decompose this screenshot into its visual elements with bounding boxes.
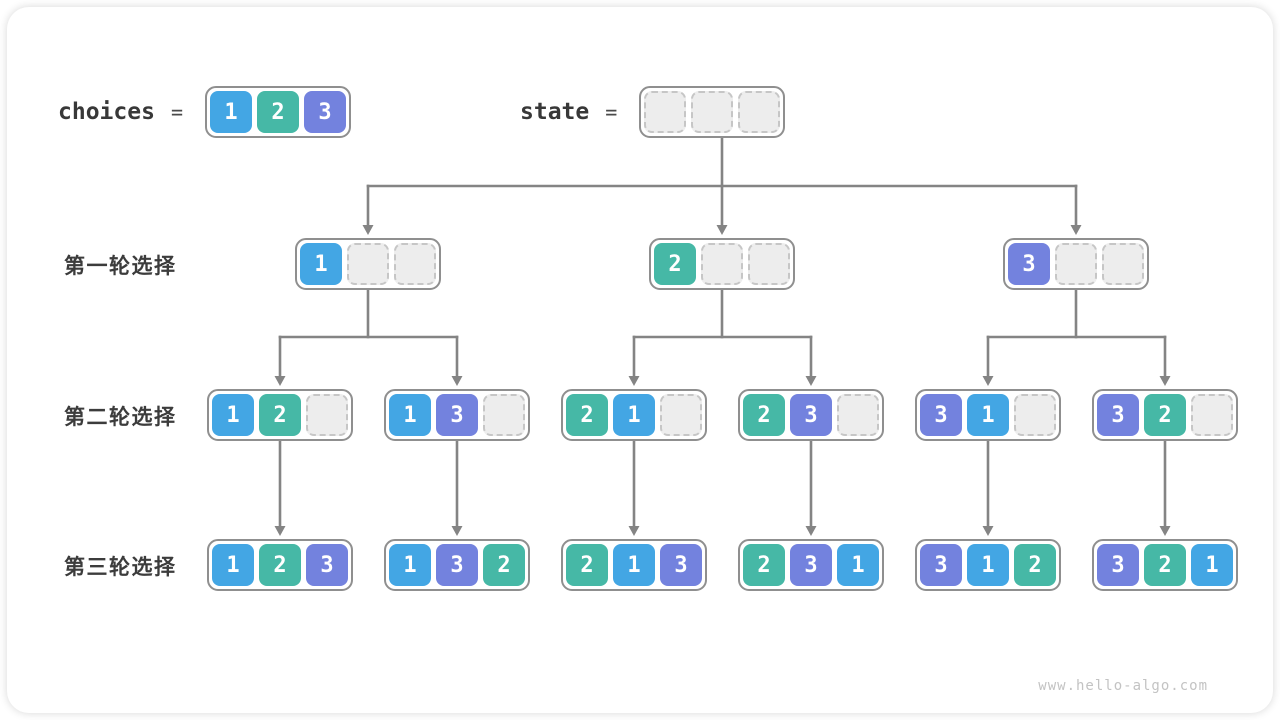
array-slot-empty [644, 91, 687, 133]
arrowhead [805, 526, 817, 536]
array-slot-2: 2 [483, 544, 525, 586]
arrowhead [1070, 225, 1082, 235]
array-slot-1: 1 [1191, 544, 1233, 586]
array-slot-1: 1 [212, 544, 254, 586]
array-slot-3: 3 [303, 91, 346, 133]
equals-sign: = [170, 100, 183, 124]
array-slot-1: 1 [967, 394, 1009, 436]
array-slot-1: 1 [613, 544, 655, 586]
row-label: 第二轮选择 [64, 406, 177, 429]
arrowhead [362, 225, 374, 235]
tree-node: 3 [1003, 238, 1149, 290]
array-slot-2: 2 [259, 394, 301, 436]
array-slot-empty [701, 243, 743, 285]
array-slot-empty [306, 394, 348, 436]
array-slot-2: 2 [654, 243, 696, 285]
row-label: 第一轮选择 [64, 255, 177, 278]
array-slot-3: 3 [790, 394, 832, 436]
arrowhead [982, 376, 994, 386]
array-slot-1: 1 [389, 394, 431, 436]
array-slot-3: 3 [790, 544, 832, 586]
array-slot-empty [1014, 394, 1056, 436]
array-slot-empty [738, 91, 781, 133]
array-slot-empty [748, 243, 790, 285]
array-slot-empty [837, 394, 879, 436]
array-slot-2: 2 [1014, 544, 1056, 586]
arrowhead [805, 376, 817, 386]
array-slot-2: 2 [259, 544, 301, 586]
array-slot-2: 2 [566, 544, 608, 586]
array-slot-empty [1191, 394, 1233, 436]
arrowhead [628, 526, 640, 536]
array-slot-empty [691, 91, 734, 133]
array-slot-3: 3 [1097, 394, 1139, 436]
arrowhead [274, 376, 286, 386]
array-slot-3: 3 [436, 394, 478, 436]
array-slot-2: 2 [1144, 544, 1186, 586]
array-slot-empty [1055, 243, 1097, 285]
state-keyword: state [520, 99, 590, 125]
array-slot-2: 2 [1144, 394, 1186, 436]
array-slot-1: 1 [209, 91, 252, 133]
array-slot-2: 2 [256, 91, 299, 133]
arrowhead [274, 526, 286, 536]
array-slot-2: 2 [743, 394, 785, 436]
arrowhead [451, 526, 463, 536]
array-slot-1: 1 [837, 544, 879, 586]
array-slot-3: 3 [306, 544, 348, 586]
watermark: www.hello-algo.com [1038, 678, 1208, 694]
array-slot-3: 3 [660, 544, 702, 586]
array-slot-1: 1 [212, 394, 254, 436]
array-slot-3: 3 [436, 544, 478, 586]
tree-node: 1 [295, 238, 441, 290]
array-slot-2: 2 [743, 544, 785, 586]
array-slot-1: 1 [613, 394, 655, 436]
arrowhead [451, 376, 463, 386]
arrowhead [716, 225, 728, 235]
array-slot-3: 3 [920, 394, 962, 436]
array-slot-empty [347, 243, 389, 285]
array-slot-2: 2 [566, 394, 608, 436]
array-slot-empty [1102, 243, 1144, 285]
equals-sign: = [605, 100, 618, 124]
array-slot-1: 1 [300, 243, 342, 285]
arrowhead [1159, 376, 1171, 386]
array-slot-1: 1 [389, 544, 431, 586]
state-array [639, 86, 786, 138]
array-slot-1: 1 [967, 544, 1009, 586]
array-slot-empty [394, 243, 436, 285]
array-slot-3: 3 [1008, 243, 1050, 285]
array-slot-empty [483, 394, 525, 436]
array-slot-3: 3 [920, 544, 962, 586]
arrowhead [1159, 526, 1171, 536]
array-slot-empty [660, 394, 702, 436]
choices-keyword: choices [58, 99, 155, 125]
row-label: 第三轮选择 [64, 556, 177, 579]
array-slot-3: 3 [1097, 544, 1139, 586]
arrowhead [628, 376, 640, 386]
arrowhead [982, 526, 994, 536]
state-header: state = [520, 86, 786, 138]
tree-node: 2 [649, 238, 795, 290]
